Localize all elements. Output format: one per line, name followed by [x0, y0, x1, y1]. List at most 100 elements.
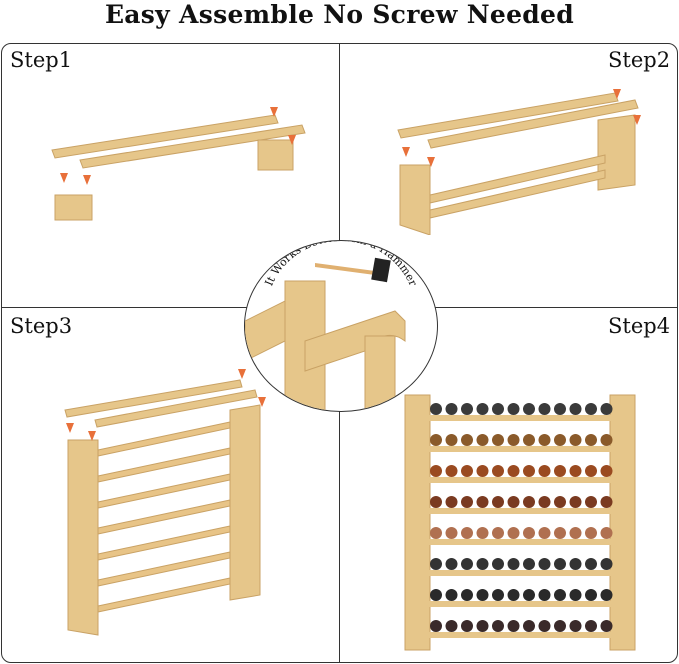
wine-bottle: [492, 434, 504, 446]
shelf-rail: [97, 499, 231, 535]
wine-bottle: [507, 589, 520, 601]
wine-bottle: [600, 434, 613, 446]
wine-bottle: [538, 465, 551, 477]
wine-bottle: [569, 465, 582, 477]
shelf-rail: [97, 447, 231, 483]
wine-bottle: [430, 589, 442, 601]
wine-bottle: [523, 558, 535, 570]
wine-bottle: [476, 465, 489, 477]
wine-bottle: [538, 527, 551, 539]
wine-bottle: [585, 496, 597, 508]
wine-bottle: [569, 527, 582, 539]
wine-bottle: [523, 403, 535, 415]
wine-bottle: [600, 558, 613, 570]
wine-bottle: [585, 620, 597, 632]
wine-bottle: [476, 589, 489, 601]
shelf-rail: [425, 446, 615, 452]
wine-bottle: [600, 496, 613, 508]
step1-illustration: [51, 107, 306, 221]
wine-bottle: [538, 620, 551, 632]
wine-bottle: [523, 434, 535, 446]
wine-bottle: [492, 496, 504, 508]
wine-bottle: [538, 403, 551, 415]
wine-bottle: [461, 403, 473, 415]
wine-bottle: [538, 434, 551, 446]
wine-bottle: [461, 589, 473, 601]
wine-bottle: [585, 434, 597, 446]
wine-bottle: [476, 620, 489, 632]
step4-label: Step4: [608, 314, 671, 338]
wine-bottle: [492, 589, 504, 601]
wine-bottle: [585, 527, 597, 539]
hammer-callout: It Works Better with a Hammer: [244, 240, 438, 412]
wine-bottle: [554, 496, 566, 508]
wine-bottle: [569, 620, 582, 632]
page-title: Easy Assemble No Screw Needed: [104, 0, 575, 29]
side-panel-left: [54, 194, 93, 221]
wine-bottle: [476, 496, 489, 508]
wine-bottle: [554, 558, 566, 570]
wine-bottle: [523, 527, 535, 539]
wine-bottle: [430, 496, 442, 508]
wine-bottle: [445, 434, 458, 446]
wine-bottle: [476, 403, 489, 415]
wine-bottle: [585, 558, 597, 570]
wine-bottle: [569, 403, 582, 415]
wine-bottle: [492, 558, 504, 570]
shelf-rail: [425, 632, 615, 638]
wine-bottle: [445, 620, 458, 632]
wine-bottle: [492, 403, 504, 415]
wine-bottle: [600, 527, 613, 539]
wine-bottle: [554, 589, 566, 601]
wine-bottle: [585, 403, 597, 415]
wine-bottle: [507, 465, 520, 477]
wine-bottle: [538, 496, 551, 508]
wine-bottle: [461, 434, 473, 446]
wine-bottle: [476, 434, 489, 446]
wine-bottle: [585, 465, 597, 477]
shelf-rail: [97, 421, 231, 457]
wine-bottle: [445, 527, 458, 539]
wine-bottle: [507, 558, 520, 570]
wine-bottle: [600, 589, 613, 601]
wine-bottle: [430, 527, 442, 539]
wine-bottle: [445, 496, 458, 508]
wine-bottle: [507, 527, 520, 539]
wine-bottle: [430, 403, 442, 415]
wine-bottle: [445, 589, 458, 601]
wine-bottle: [476, 558, 489, 570]
wine-bottle: [554, 403, 566, 415]
wine-bottle: [476, 527, 489, 539]
wine-bottle: [600, 403, 613, 415]
wine-bottle: [445, 558, 458, 570]
hammer-detail-illustration: It Works Better with a Hammer: [245, 241, 420, 411]
wine-bottle: [461, 465, 473, 477]
wine-bottle: [461, 496, 473, 508]
wine-bottle: [554, 434, 566, 446]
wine-bottle: [445, 465, 458, 477]
shelf-rail: [425, 539, 615, 545]
arrow-icons: [60, 107, 296, 185]
wine-bottle: [430, 558, 442, 570]
hammer-icon: [315, 257, 391, 283]
wine-bottle: [569, 434, 582, 446]
arrow-icons: [402, 89, 641, 167]
wine-bottle: [600, 465, 613, 477]
wine-bottle: [523, 620, 535, 632]
wine-bottle: [554, 620, 566, 632]
wine-bottle: [554, 527, 566, 539]
step3-illustration: [64, 369, 266, 636]
wine-bottle: [569, 496, 582, 508]
wine-bottle: [538, 589, 551, 601]
step1-label: Step1: [10, 48, 73, 72]
shelf-rail: [97, 577, 231, 613]
wine-bottle: [492, 465, 504, 477]
step2-label: Step2: [608, 48, 671, 72]
wine-bottle: [507, 403, 520, 415]
wine-bottle: [523, 465, 535, 477]
arrow-icons: [66, 369, 266, 441]
wine-bottle: [538, 558, 551, 570]
rail-top: [51, 114, 279, 159]
step2-illustration: [397, 89, 641, 235]
wine-bottle: [492, 620, 504, 632]
